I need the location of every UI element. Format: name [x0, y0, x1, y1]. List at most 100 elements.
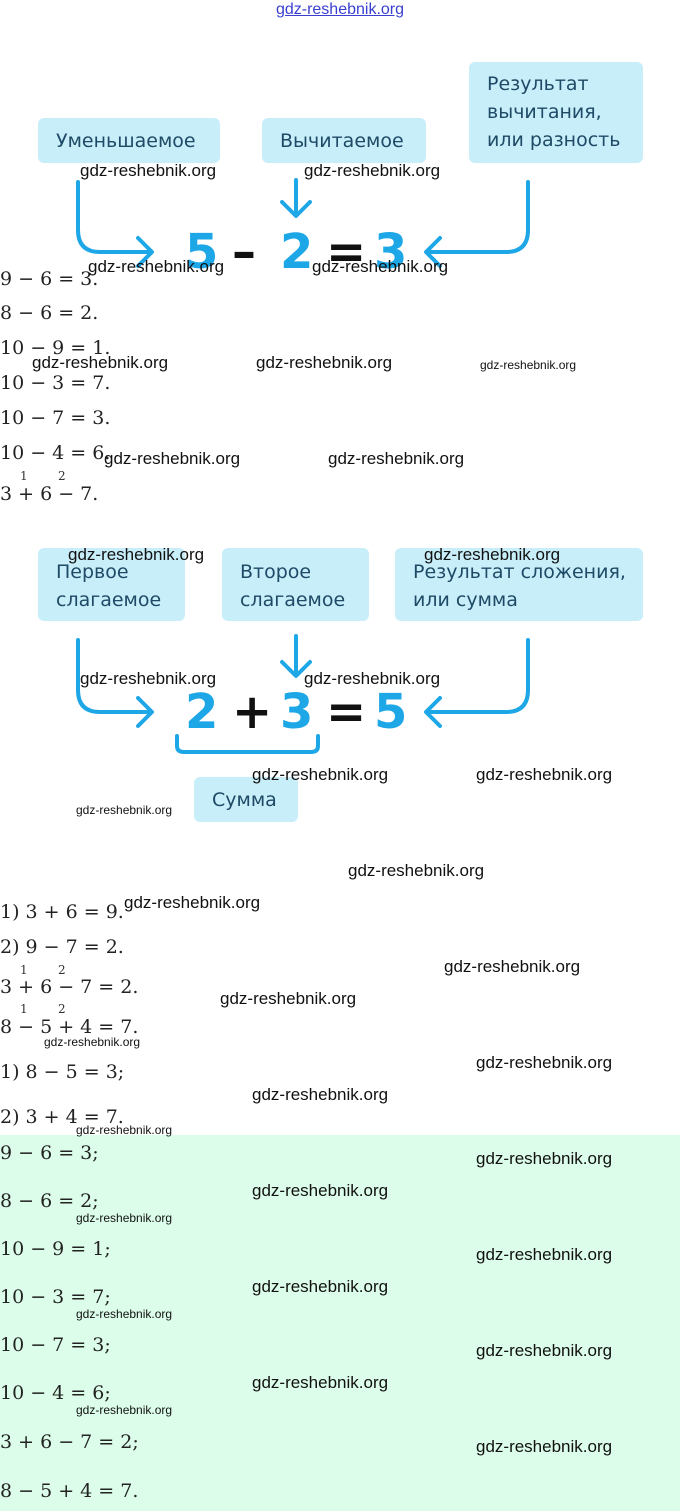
answer-panel [0, 1135, 680, 1511]
watermark: gdz-reshebnik.org [76, 803, 173, 817]
order-mark: 1 [20, 469, 28, 483]
subtrahend-box: Вычитаемое [262, 118, 426, 163]
answer-line: 3 + 6 − 7 = 2; [0, 1431, 139, 1453]
arrow-sum-head-icon [424, 696, 442, 728]
first-addend-box: Первое слагаемое [38, 548, 185, 621]
difference-number: 3 [374, 224, 408, 280]
step-line: 1) 3 + 6 = 9. [0, 901, 124, 923]
equals-sign: = [326, 684, 367, 740]
arrow-subtrahend-head-icon [280, 200, 312, 218]
first-addend-label-line: слагаемое [56, 589, 162, 611]
sum-result-label-line: или сумма [413, 589, 518, 611]
equation-line: 10 − 4 = 6. [0, 442, 111, 464]
minuend-number: 5 [185, 224, 219, 280]
watermark: gdz-reshebnik.org [252, 1373, 389, 1392]
second-addend-label-line: слагаемое [240, 589, 346, 611]
watermark: gdz-reshebnik.org [104, 449, 241, 468]
answer-line: 9 − 6 = 3; [0, 1142, 99, 1164]
answer-line: 10 − 4 = 6; [0, 1382, 111, 1404]
difference-label-line: вычитания, [487, 101, 602, 123]
watermark: gdz-reshebnik.org [252, 765, 389, 784]
watermark: gdz-reshebnik.org [76, 1403, 173, 1417]
arrow-sum-icon [426, 638, 530, 714]
equation-line: 9 − 6 = 3. [0, 268, 99, 290]
difference-label-line: Результат [487, 73, 589, 95]
order-expression: 8 − 5 + 4 = 7. [0, 1016, 139, 1038]
subtrahend-number: 2 [280, 224, 314, 280]
watermark: gdz-reshebnik.org [88, 257, 225, 276]
watermark: gdz-reshebnik.org [76, 1307, 173, 1321]
order-mark: 1 [20, 963, 28, 977]
watermark: gdz-reshebnik.org [348, 861, 485, 880]
plus-sign: + [232, 684, 273, 740]
minus-sign: – [232, 224, 256, 280]
order-expression: 3 + 6 − 7 = 2. [0, 976, 139, 998]
step-line: 2) 3 + 4 = 7. [0, 1106, 124, 1128]
watermark: gdz-reshebnik.org [76, 1211, 173, 1225]
watermark: gdz-reshebnik.org [256, 353, 393, 372]
equation-line: 10 − 3 = 7. [0, 372, 111, 394]
watermark: gdz-reshebnik.org [444, 957, 581, 976]
answer-line: 10 − 3 = 7; [0, 1286, 111, 1308]
first-addend-number: 2 [185, 684, 219, 740]
watermark: gdz-reshebnik.org [480, 358, 577, 372]
step-line: 1) 8 − 5 = 3; [0, 1061, 125, 1083]
watermark: gdz-reshebnik.org [32, 353, 169, 372]
order-mark: 2 [58, 963, 66, 977]
second-addend-box: Второе слагаемое [222, 548, 369, 621]
order-expression: 3 + 6 − 7. [0, 483, 99, 505]
difference-label-line: или разность [487, 129, 621, 151]
order-mark: 2 [58, 1002, 66, 1016]
arrow-minuend-head-icon [136, 236, 154, 268]
watermark: gdz-reshebnik.org [476, 1341, 613, 1360]
answer-line: 8 − 5 + 4 = 7. [0, 1480, 139, 1502]
watermark: gdz-reshebnik.org [44, 1035, 141, 1049]
second-addend-number: 3 [280, 684, 314, 740]
sum-bracket-icon [175, 734, 320, 754]
watermark: gdz-reshebnik.org [328, 449, 465, 468]
watermark: gdz-reshebnik.org [76, 1123, 173, 1137]
watermark: gdz-reshebnik.org [312, 257, 449, 276]
sum-number: 5 [374, 684, 408, 740]
equals-sign: = [326, 224, 367, 280]
arrow-difference-head-icon [424, 236, 442, 268]
answer-line: 8 − 6 = 2; [0, 1190, 99, 1212]
watermark: gdz-reshebnik.org [68, 545, 205, 564]
arrow-first-addend-head-icon [136, 696, 154, 728]
arrow-minuend-icon [76, 180, 152, 254]
answer-line: 10 − 7 = 3; [0, 1334, 111, 1356]
arrow-second-addend-head-icon [280, 660, 312, 678]
watermark: gdz-reshebnik.org [476, 765, 613, 784]
order-mark: 2 [58, 469, 66, 483]
order-mark: 1 [20, 1002, 28, 1016]
watermark: gdz-reshebnik.org [476, 1053, 613, 1072]
watermark: gdz-reshebnik.org [252, 1085, 389, 1104]
second-addend-label-line: Второе [240, 561, 312, 583]
sum-box: Сумма [194, 777, 298, 822]
watermark: gdz-reshebnik.org [80, 161, 217, 180]
watermark: gdz-reshebnik.org [424, 545, 561, 564]
sum-label: Сумма [212, 789, 277, 811]
equation-line: 8 − 6 = 2. [0, 302, 99, 324]
minuend-box: Уменьшаемое [38, 118, 220, 163]
first-addend-label-line: Первое [56, 561, 129, 583]
watermark: gdz-reshebnik.org [124, 893, 261, 912]
watermark: gdz-reshebnik.org [476, 1245, 613, 1264]
watermark: gdz-reshebnik.org [476, 1437, 613, 1456]
equation-line: 10 − 9 = 1. [0, 337, 111, 359]
equation-line: 10 − 7 = 3. [0, 407, 111, 429]
step-line: 2) 9 − 7 = 2. [0, 936, 124, 958]
difference-box: Результат вычитания, или разность [469, 62, 643, 163]
answer-line: 10 − 9 = 1; [0, 1238, 111, 1260]
site-link[interactable]: gdz-reshebnik.org [275, 1, 405, 18]
watermark: gdz-reshebnik.org [252, 1277, 389, 1296]
sum-result-box: Результат сложения, или сумма [395, 548, 643, 621]
subtrahend-label: Вычитаемое [280, 130, 404, 152]
watermark: gdz-reshebnik.org [304, 161, 441, 180]
arrow-difference-icon [426, 180, 530, 254]
watermark: gdz-reshebnik.org [304, 669, 441, 688]
watermark: gdz-reshebnik.org [80, 669, 217, 688]
arrow-first-addend-icon [76, 638, 152, 714]
sum-result-label-line: Результат сложения, [413, 561, 626, 583]
